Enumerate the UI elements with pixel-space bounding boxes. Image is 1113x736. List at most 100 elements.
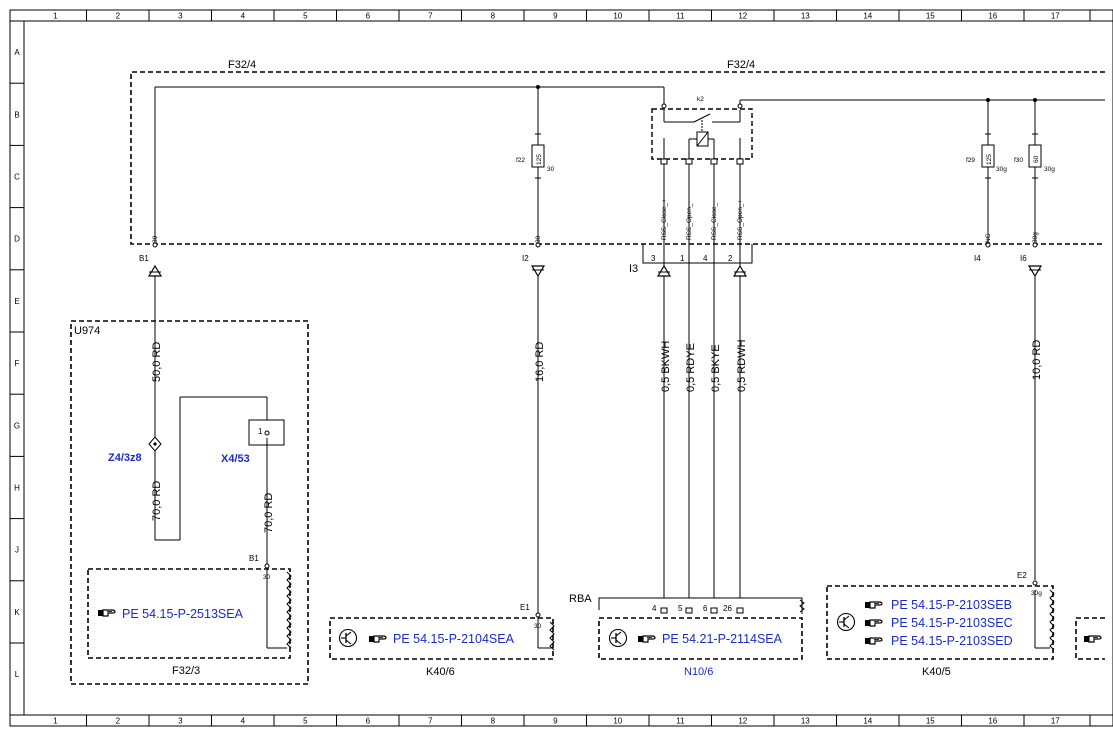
terminal-30-b1: 30 xyxy=(152,235,159,243)
grid-column-number: 10 xyxy=(613,717,622,726)
component-x4-53[interactable]: X4/53 xyxy=(221,453,250,465)
grid-row-letter: E xyxy=(14,297,19,306)
terminal-30-k40-6: 30 xyxy=(534,623,542,630)
grid-row-letter: G xyxy=(14,421,20,430)
grid-row-letter: K xyxy=(14,608,20,617)
grid-column-number: 17 xyxy=(1051,12,1060,21)
connector-i3-pin-2: 2 xyxy=(728,254,733,263)
grid-column-number: 7 xyxy=(428,12,433,21)
grid-column-number: 1 xyxy=(53,12,58,21)
frame-label-f32-4-right: F32/4 xyxy=(727,59,755,71)
wire-label-50rd: 50,0 RD xyxy=(151,342,163,382)
grid-column-number: 8 xyxy=(491,717,496,726)
link-pe-2103sec[interactable]: PE 54.15-P-2103SEC xyxy=(891,616,1013,630)
frame-label-n10-6[interactable]: N10/6 xyxy=(684,666,713,678)
pointing-hand-icon xyxy=(638,635,656,643)
fuse-f22-rating: 125 xyxy=(536,154,543,165)
link-pe-2103seb[interactable]: PE 54.15-P-2103SEB xyxy=(891,598,1012,612)
wire-label-70rd-b: 70,0 RD xyxy=(263,493,275,533)
connector-arrow-i3-2 xyxy=(732,264,748,277)
pin-b1-lower: B1 xyxy=(249,554,259,563)
grid-column-number: 16 xyxy=(988,717,997,726)
pointing-hand-icon xyxy=(98,609,116,617)
frame-label-f32-3: F32/3 xyxy=(172,665,200,677)
link-pe-2104sea[interactable]: PE 54.15-P-2104SEA xyxy=(393,632,515,646)
connector-i3-pin-4: 4 xyxy=(703,254,708,263)
frame-f32-4 xyxy=(130,71,1105,245)
pointing-hand-icon xyxy=(865,637,883,645)
transistor-icon xyxy=(608,628,628,648)
fuse-f30-rating: 60 xyxy=(1033,155,1040,163)
grid-column-number: 15 xyxy=(926,12,935,21)
terminal-30-f32-3: 30 xyxy=(263,574,271,581)
wire-label-rdye: 0,5 RDYE xyxy=(685,343,697,392)
pointing-hand-icon xyxy=(865,601,883,609)
grid-column-number: 9 xyxy=(553,12,558,21)
n10-pin-4: 4 xyxy=(652,604,657,613)
grid-column-number: 11 xyxy=(676,717,685,726)
grid-column-number: 13 xyxy=(801,717,810,726)
frame-k40-5 xyxy=(826,585,1054,660)
frame-label-k40-6: K40/6 xyxy=(426,666,455,678)
grid-column-number: 10 xyxy=(613,12,622,21)
frame-label-u974: U974 xyxy=(74,325,100,337)
link-pe-2114sea[interactable]: PE 54.21-P-2114SEA xyxy=(662,632,783,646)
pin-i6: I6 xyxy=(1020,254,1027,263)
grid-column-number: 9 xyxy=(553,717,558,726)
grid-column-number: 5 xyxy=(303,717,308,726)
n10-pin-5: 5 xyxy=(678,604,683,613)
terminal-30g-k40-5: 30g xyxy=(1031,590,1042,597)
relay-label: k2 xyxy=(697,96,704,103)
pin-i2: I2 xyxy=(522,254,529,263)
pointing-hand-icon xyxy=(1084,635,1102,643)
pin-rba: RBA xyxy=(569,593,592,605)
grid-column-number: 2 xyxy=(116,717,121,726)
pin-i3: I3 xyxy=(629,263,638,275)
frame-u974 xyxy=(70,320,309,685)
grid-column-number: 15 xyxy=(926,717,935,726)
grid-column-number: 12 xyxy=(738,12,747,21)
pin-e2: E2 xyxy=(1017,571,1027,580)
frame-partial-right xyxy=(1075,617,1105,660)
grid-column-number: 8 xyxy=(491,12,496,21)
relay-pin-rss-open-plus: RSS_Open_+ xyxy=(737,200,744,240)
terminal-nc-i4: NC xyxy=(985,233,992,243)
connector-i3-pin-1: 1 xyxy=(680,254,685,263)
grid-row-letter: C xyxy=(14,173,20,182)
wire-label-bkye: 0,5 BKYE xyxy=(710,344,722,392)
n10-pin-6: 6 xyxy=(703,604,708,613)
grid-column-number: 6 xyxy=(366,717,371,726)
grid-row-letter: H xyxy=(14,484,20,493)
frame-label-k40-5: K40/5 xyxy=(922,666,951,678)
grid-marks: 1122334455667788991010111112121313141415… xyxy=(10,10,1060,726)
connector-arrow-i2 xyxy=(530,265,546,278)
fuse-f22-terminal: 30 xyxy=(547,166,555,173)
link-pe-2103sed[interactable]: PE 54.15-P-2103SED xyxy=(891,634,1013,648)
fuse-f30-terminal: 30g xyxy=(1044,166,1055,173)
link-pe-2513sea[interactable]: PE 54.15-P-2513SEA xyxy=(122,607,244,621)
fuse-f29-terminal: 30g xyxy=(996,166,1007,173)
grid-row-letter: D xyxy=(14,235,20,244)
fuse-f30-ref: f30 xyxy=(1014,157,1023,164)
grid-column-number: 14 xyxy=(863,12,872,21)
frame-n10-6 xyxy=(598,617,803,660)
grid-column-number: 16 xyxy=(988,12,997,21)
grid-row-letter: F xyxy=(15,359,20,368)
relay-pin-rss-close-plus: RSS_Close_+ xyxy=(661,199,668,240)
fuse-f22-ref: f22 xyxy=(516,157,525,164)
grid-row-letter: L xyxy=(15,670,20,679)
pin-i4: I4 xyxy=(974,254,981,263)
connector-arrow-i3-3 xyxy=(656,264,672,277)
component-z4-3z8[interactable]: Z4/3z8 xyxy=(108,452,142,464)
fuse-f29 xyxy=(981,144,995,168)
grid-column-number: 13 xyxy=(801,12,810,21)
grid-column-number: 3 xyxy=(178,717,183,726)
grid-column-number: 1 xyxy=(53,717,58,726)
connector-arrow-i6 xyxy=(1027,265,1043,278)
grid-column-number: 7 xyxy=(428,717,433,726)
pin-e1: E1 xyxy=(520,603,530,612)
sheet-border xyxy=(9,9,1113,727)
grid-row-letter: A xyxy=(14,48,20,57)
wire-label-bkwh: 0,5 BKWH xyxy=(660,341,672,392)
